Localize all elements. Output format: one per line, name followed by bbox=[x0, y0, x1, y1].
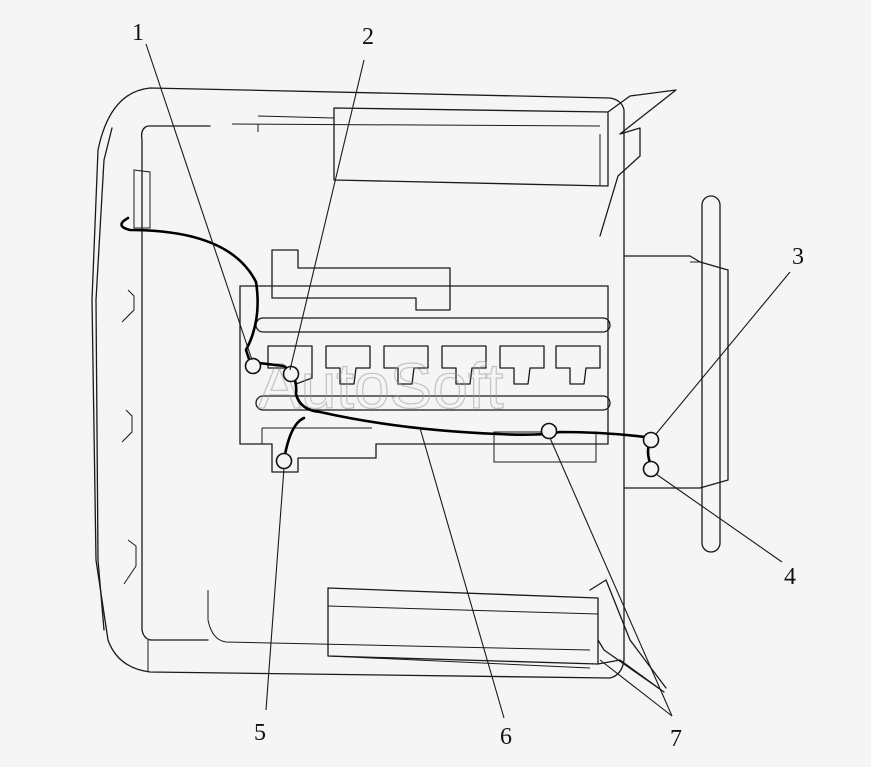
callout-3: 3 bbox=[792, 244, 804, 270]
callout-labels: 1 2 3 4 5 6 7 bbox=[132, 20, 804, 752]
leader-lines bbox=[145, 43, 791, 719]
connector-1-node bbox=[244, 357, 262, 375]
cab-outline bbox=[91, 87, 625, 679]
callout-1: 1 bbox=[132, 20, 144, 46]
callout-7: 7 bbox=[670, 726, 682, 752]
connector-4-node bbox=[642, 460, 660, 478]
connector-2-node bbox=[282, 365, 300, 383]
callout-4: 4 bbox=[784, 564, 796, 590]
callout-2: 2 bbox=[362, 24, 374, 50]
callout-6: 6 bbox=[500, 724, 512, 750]
connector-3-node bbox=[642, 431, 660, 449]
callout-5: 5 bbox=[254, 720, 266, 746]
wiring-harness bbox=[120, 216, 654, 470]
connector-5-node bbox=[275, 452, 293, 470]
upper-tank bbox=[257, 89, 677, 237]
connector-7-node bbox=[540, 422, 558, 440]
transmission bbox=[623, 195, 729, 553]
connection-points bbox=[244, 357, 660, 478]
lower-tank bbox=[327, 579, 667, 693]
watermark: AutoSoft bbox=[258, 350, 504, 422]
